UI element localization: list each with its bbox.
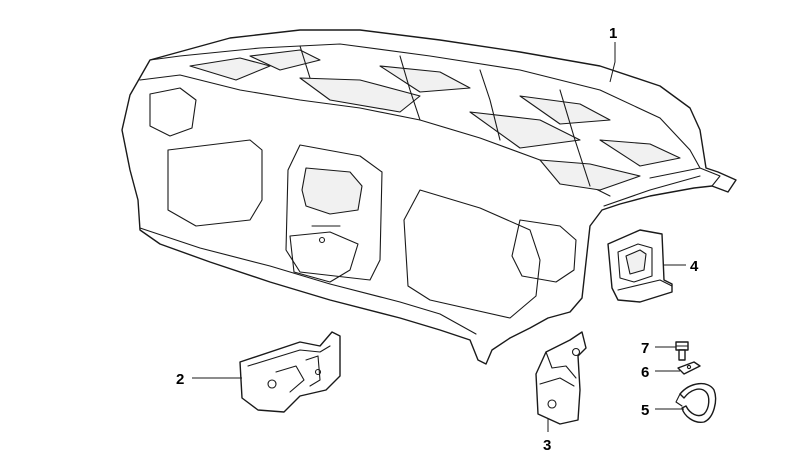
screw[interactable] [675, 341, 689, 361]
callout-6: 6 [641, 364, 649, 381]
leader-lines [192, 42, 686, 432]
rear-parcel-shelf[interactable] [121, 29, 737, 365]
callout-2: 2 [176, 371, 184, 388]
clip[interactable] [677, 361, 701, 375]
corner-bracket[interactable] [607, 229, 673, 303]
right-bracket[interactable] [535, 331, 587, 425]
left-bracket[interactable] [239, 331, 341, 413]
clamp[interactable] [675, 383, 717, 423]
callout-1: 1 [609, 25, 617, 42]
callout-labels: 1 2 3 4 5 6 7 [176, 25, 699, 454]
leader-1 [609, 42, 616, 83]
callout-3: 3 [543, 437, 551, 454]
callout-7: 7 [641, 340, 649, 357]
callout-4: 4 [690, 258, 699, 275]
callout-5: 5 [641, 402, 649, 419]
